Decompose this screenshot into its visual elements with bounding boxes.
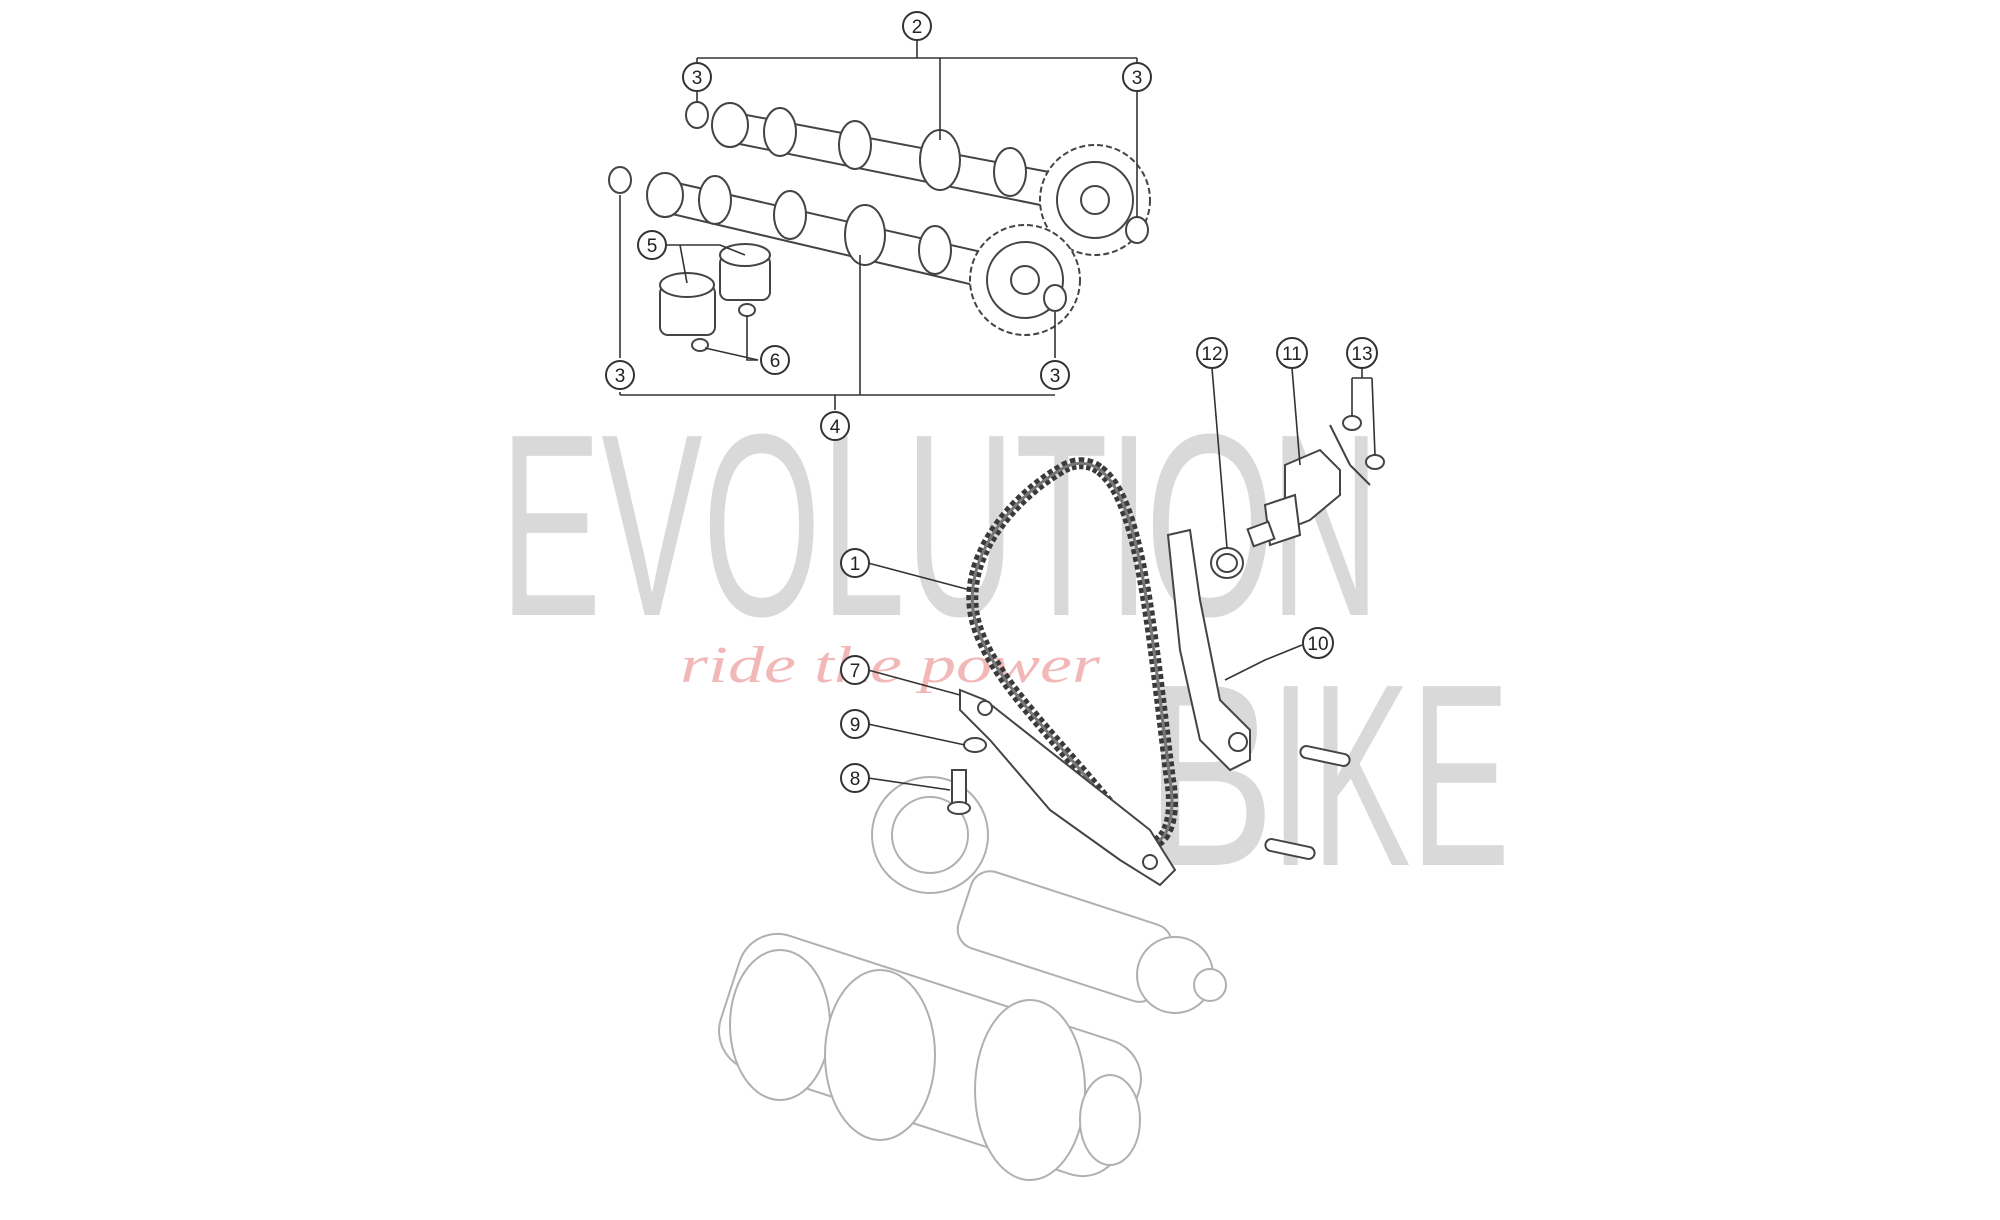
svg-text:7: 7 <box>850 661 861 682</box>
callout-6: 6 <box>760 345 790 375</box>
callout-11: 11 <box>1276 337 1308 369</box>
chain-tensioner <box>1246 448 1341 548</box>
svg-text:2: 2 <box>912 17 923 38</box>
svg-text:3: 3 <box>1050 366 1061 387</box>
tensioner-slider <box>1166 528 1251 772</box>
callout-5: 5 <box>637 230 667 260</box>
svg-text:3: 3 <box>615 366 626 387</box>
svg-text:3: 3 <box>1132 68 1143 89</box>
svg-text:1: 1 <box>850 554 861 575</box>
callout-12: 12 <box>1196 337 1228 369</box>
watermark-ike: IKE <box>1270 631 1510 921</box>
callout-8: 8 <box>840 763 870 793</box>
callout-3-bottom-left: 3 <box>605 360 635 390</box>
callout-2: 2 <box>902 11 932 41</box>
dowel-pins <box>1264 745 1351 860</box>
svg-text:4: 4 <box>830 417 841 438</box>
leader-lines <box>619 40 1376 791</box>
svg-text:12: 12 <box>1201 344 1222 365</box>
svg-text:10: 10 <box>1307 634 1328 655</box>
callout-3-top-right: 3 <box>1122 62 1152 92</box>
svg-text:11: 11 <box>1282 344 1302 365</box>
svg-text:3: 3 <box>692 68 703 89</box>
watermark-tagline: ride the power <box>680 637 1101 694</box>
callout-3-top-left: 3 <box>682 62 712 92</box>
svg-text:9: 9 <box>850 715 861 736</box>
callout-4: 4 <box>820 411 850 441</box>
svg-text:13: 13 <box>1351 344 1372 365</box>
washer <box>963 737 987 753</box>
callout-13: 13 <box>1346 337 1378 369</box>
svg-text:6: 6 <box>770 351 781 372</box>
chain-guide <box>959 688 1177 887</box>
camshaft-upper <box>711 102 1151 256</box>
crankshaft-assembly <box>718 776 1227 1181</box>
svg-text:5: 5 <box>647 236 658 257</box>
callout-9: 9 <box>840 709 870 739</box>
bolt <box>947 769 971 815</box>
callout-1: 1 <box>840 548 870 578</box>
callout-7: 7 <box>840 655 870 685</box>
bearing-shells <box>608 101 1149 312</box>
tappets <box>659 243 771 352</box>
o-ring <box>1210 547 1244 579</box>
watermark: EVOLUTI O N B IKE ride the power <box>500 381 1510 921</box>
watermark-o: O <box>1145 381 1275 671</box>
callout-10: 10 <box>1302 627 1334 659</box>
timing-chain <box>966 457 1178 850</box>
callout-3-bottom-right: 3 <box>1040 360 1070 390</box>
svg-text:8: 8 <box>850 769 861 790</box>
